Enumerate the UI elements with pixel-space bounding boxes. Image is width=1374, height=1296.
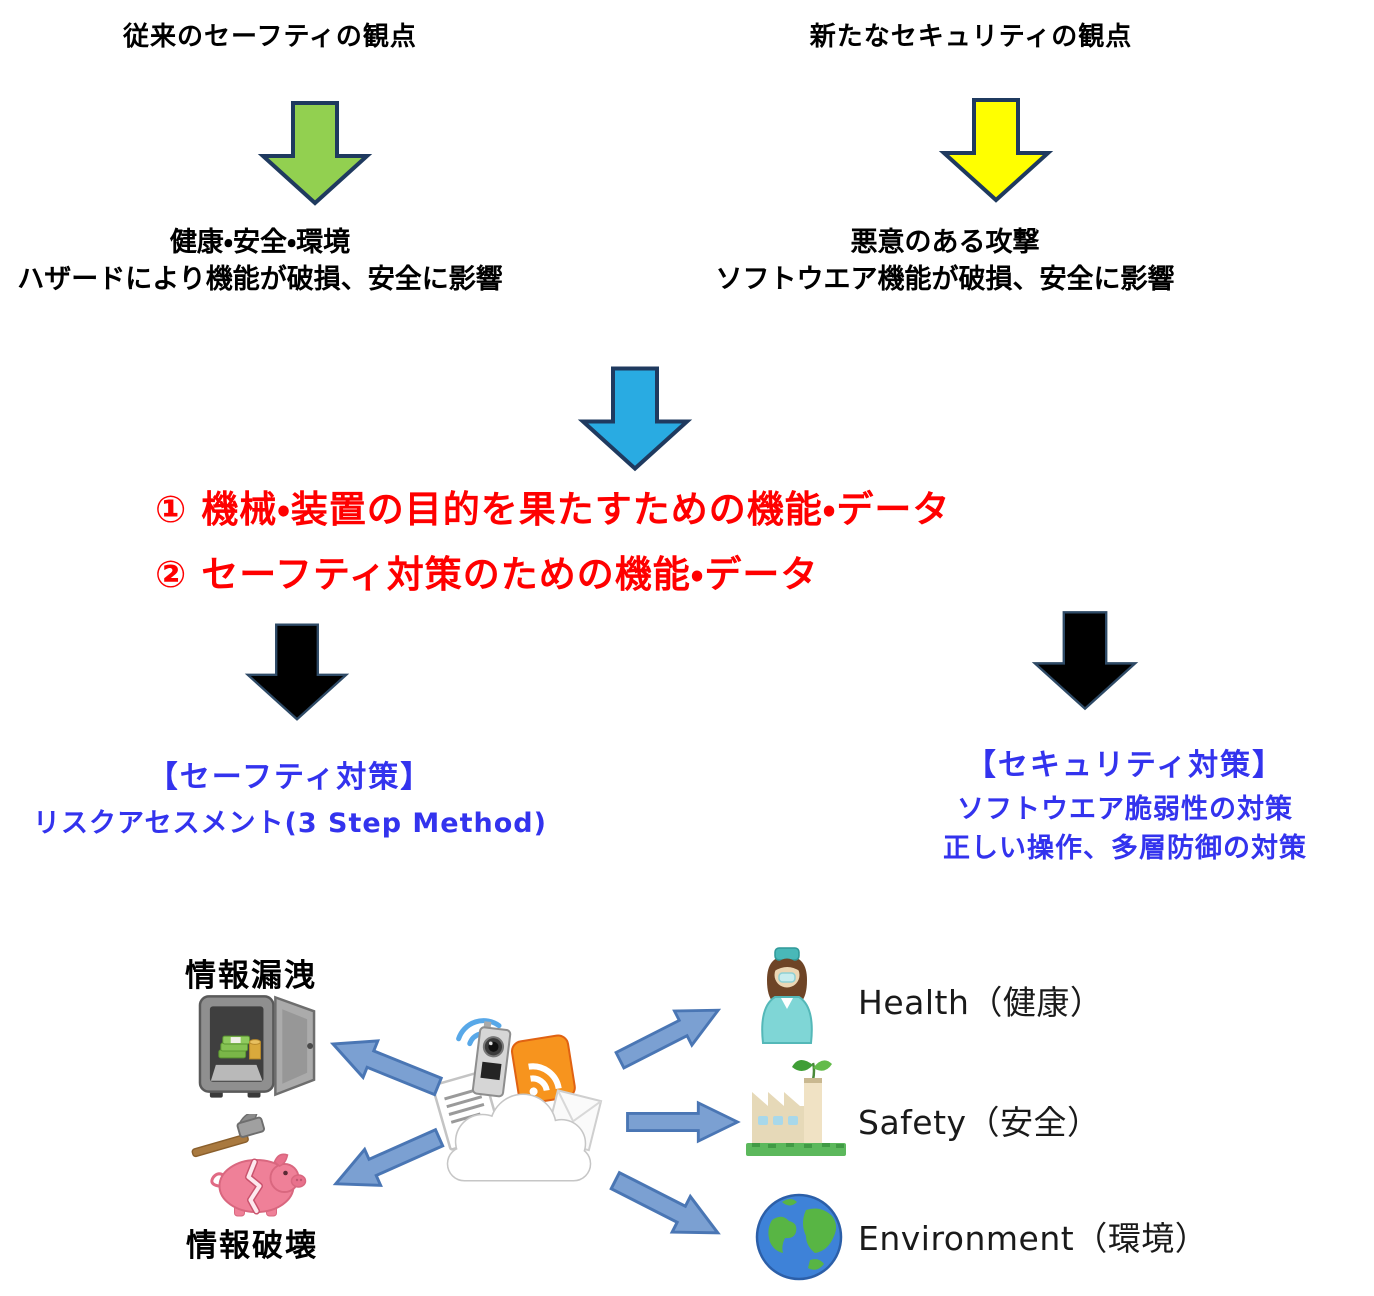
security-measures: 【セキュリティ対策】 ソフトウエア脆弱性の対策 正しい操作、多層防御の対策 [865, 748, 1374, 868]
info-destruction-label: 情報破壊 [186, 1228, 318, 1264]
nurse-icon [761, 947, 813, 1044]
black-down-arrow-left-icon [244, 623, 350, 721]
protection-target-1: ① 機械・装置の目的を果たすための機能・データ [155, 488, 951, 531]
green-down-arrow-icon [257, 101, 373, 206]
protection-targets: ① 機械・装置の目的を果たすための機能・データ ② セーフティ対策のための機能・… [155, 477, 950, 607]
security-measures-line2: 正しい操作、多層防御の対策 [943, 833, 1307, 864]
environment-label: Environment（環境） [858, 1219, 1209, 1258]
safety-label: Safety（安全） [858, 1103, 1101, 1142]
safety-view-line1: 健康・安全・環境 [169, 227, 351, 258]
security-measures-title: 【セキュリティ対策】 [965, 748, 1285, 783]
safety-measures-title: 【セーフティ対策】 [147, 760, 433, 795]
factory-icon [746, 1059, 846, 1156]
rss-tile-icon [510, 1034, 576, 1105]
impact-arrow-to-health-icon [614, 1008, 722, 1070]
attack-arrow-to-piggy-icon [332, 1127, 445, 1187]
safety-measures: 【セーフティ対策】 リスクアセスメント(3 Step Method) [30, 760, 550, 843]
cloud-shape-fill [448, 1095, 590, 1180]
hammer-icon [191, 1114, 265, 1158]
new-security-heading: 新たなセキュリティの観点 [809, 22, 1133, 52]
iot-cloud-devices-icon [432, 1018, 603, 1182]
yellow-down-arrow-icon [938, 98, 1054, 203]
impact-arrow-to-safety-icon [626, 1100, 741, 1144]
black-down-arrow-right-icon [1031, 611, 1139, 711]
health-label: Health（健康） [858, 983, 1104, 1022]
traditional-safety-heading: 従来のセーフティの観点 [123, 22, 417, 52]
impact-arrow-to-environment-icon [609, 1170, 721, 1235]
protection-target-2: ② セーフティ対策のための機能・データ [155, 553, 819, 596]
security-measures-line1: ソフトウエア脆弱性の対策 [957, 794, 1293, 825]
piggy-bank-icon [210, 1153, 307, 1217]
money-stacks [218, 1035, 261, 1060]
blue-down-arrow-icon [577, 366, 693, 472]
attack-arrow-to-safe-icon [329, 1039, 444, 1097]
security-view-line2: ソフトウエア機能が破損、安全に影響 [715, 264, 1175, 295]
info-leak-label: 情報漏洩 [185, 958, 317, 994]
safety-measures-line1: リスクアセスメント(3 Step Method) [33, 808, 547, 839]
globe-icon [755, 1193, 843, 1281]
security-view-line1: 悪意のある攻撃 [850, 227, 1040, 258]
camera-phone-icon [471, 1021, 512, 1098]
safety-view-line2: ハザードにより機能が破損、安全に影響 [17, 264, 503, 295]
safety-view-text: 健康・安全・環境 ハザードにより機能が破損、安全に影響 [0, 224, 520, 298]
safe-icon [198, 995, 316, 1098]
security-view-text: 悪意のある攻撃 ソフトウエア機能が破損、安全に影響 [685, 224, 1205, 298]
